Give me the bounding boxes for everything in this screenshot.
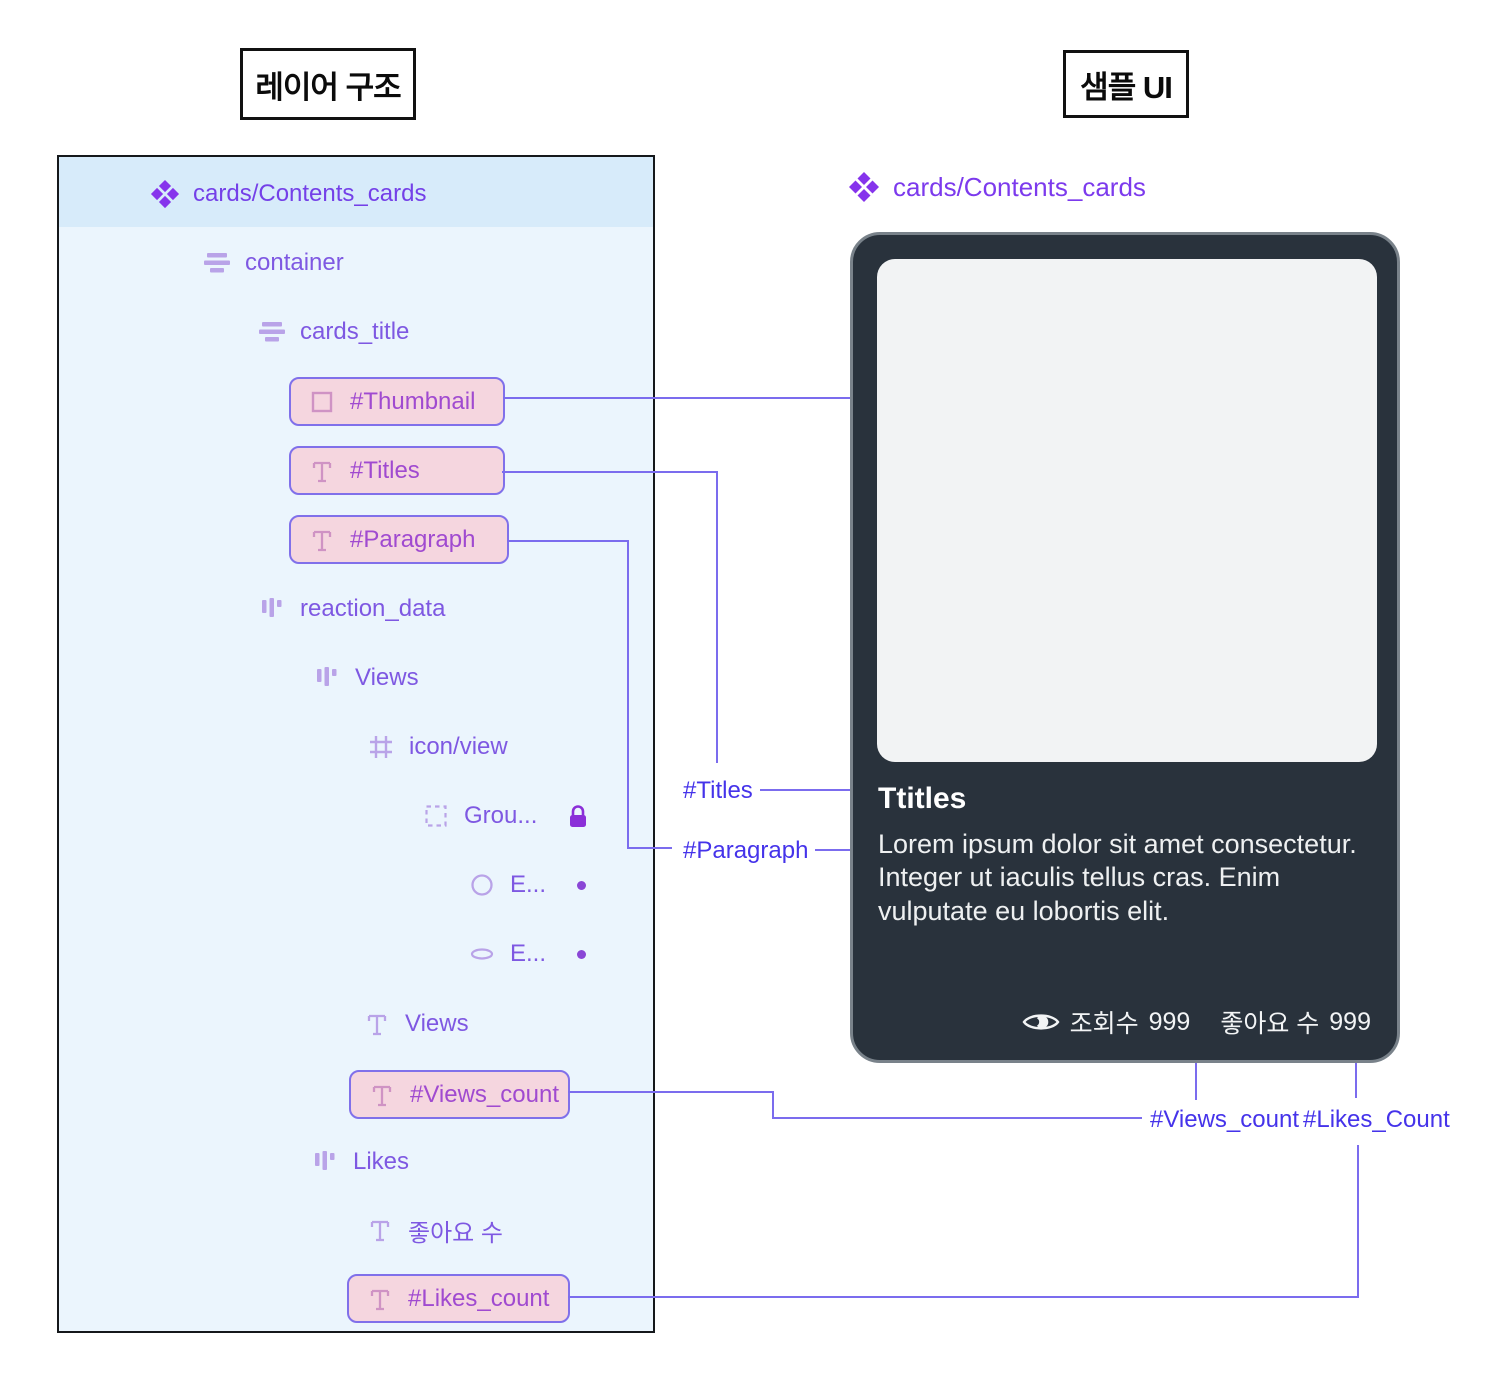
layer-label: cards_title	[300, 318, 410, 345]
views-stat: 조회수 999	[1022, 1004, 1191, 1040]
likes-count-annotation: #Likes_Count	[1303, 1106, 1450, 1133]
layer-label: E...	[510, 940, 547, 967]
likes-label: 좋아요 수	[1220, 1010, 1320, 1038]
layer-structure-title: 레이어 구조	[240, 48, 416, 120]
text-icon	[372, 1085, 392, 1106]
layer-label: E...	[510, 871, 547, 898]
frame-icon	[370, 736, 392, 758]
component-icon	[849, 172, 879, 202]
layer-label: Views	[405, 1010, 469, 1037]
text-icon	[312, 461, 332, 482]
paragraph-annotation: #Paragraph	[683, 837, 809, 864]
layer-label: #Likes_count	[408, 1284, 550, 1312]
auto-layout-horizontal-icon	[317, 667, 337, 686]
rectangle-icon	[311, 391, 333, 412]
layer-row-component[interactable]: cards/Contents_cards	[150, 176, 426, 212]
lock-icon	[570, 805, 587, 827]
auto-layout-vertical-icon	[259, 322, 285, 342]
layer-label: #Paragraph	[350, 525, 476, 553]
layer-row-ellipse-1[interactable]: E...	[467, 867, 587, 903]
layer-label: #Thumbnail	[350, 387, 476, 415]
views-label: 조회수	[1069, 1010, 1139, 1038]
layer-label: Grou...	[464, 802, 538, 829]
layer-row-views-count[interactable]: #Views_count	[349, 1070, 570, 1119]
layer-label: cards/Contents_cards	[193, 180, 427, 207]
layer-row-container[interactable]: container	[202, 245, 344, 281]
changed-dot	[577, 949, 587, 959]
views-count-annotation: #Views_count	[1150, 1106, 1299, 1133]
layer-row-thumbnail[interactable]: #Thumbnail	[289, 377, 505, 426]
text-icon	[312, 530, 332, 551]
layer-row-icon-view[interactable]: icon/view	[366, 729, 508, 765]
views-value: 999	[1148, 1007, 1191, 1036]
sample-component-header: cards/Contents_cards	[848, 171, 1146, 203]
layer-label: #Titles	[350, 456, 420, 484]
eye-icon	[1022, 1014, 1060, 1030]
auto-layout-horizontal-icon	[262, 598, 282, 617]
sample-ui-title: 샘플 UI	[1063, 50, 1189, 118]
layer-row-reaction-data[interactable]: reaction_data	[257, 591, 445, 627]
auto-layout-horizontal-icon	[315, 1151, 335, 1170]
layer-label: icon/view	[409, 733, 508, 760]
component-icon	[150, 179, 180, 209]
layer-label: Views	[355, 664, 419, 691]
sample-component-name: cards/Contents_cards	[893, 171, 1146, 202]
circle-icon	[471, 874, 493, 896]
card-stats: 조회수 999 좋아요 수 999	[1022, 1004, 1371, 1040]
likes-stat: 좋아요 수 999	[1220, 1004, 1371, 1040]
text-icon	[367, 1014, 387, 1036]
ellipse-icon	[470, 948, 494, 960]
layer-label: reaction_data	[300, 595, 446, 622]
layer-row-likes-label[interactable]: 좋아요 수	[365, 1212, 503, 1248]
layer-row-group[interactable]: Grou...	[421, 798, 590, 834]
layer-row-ellipse-2[interactable]: E...	[467, 936, 587, 972]
layer-label: 좋아요 수	[408, 1219, 503, 1247]
layer-label: Likes	[353, 1148, 410, 1175]
layer-panel: cards/Contents_cards container cards_tit…	[57, 155, 655, 1333]
layer-row-paragraph[interactable]: #Paragraph	[289, 515, 509, 564]
layer-label: container	[245, 249, 344, 276]
auto-layout-vertical-icon	[204, 253, 230, 273]
group-icon	[425, 805, 447, 827]
layer-row-titles[interactable]: #Titles	[289, 446, 505, 495]
titles-annotation: #Titles	[683, 777, 753, 804]
layer-row-cards-title[interactable]: cards_title	[257, 314, 409, 350]
layer-row-likes-group[interactable]: Likes	[310, 1144, 409, 1180]
changed-dot	[577, 880, 587, 890]
layer-row-likes-count[interactable]: #Likes_count	[347, 1274, 570, 1323]
sample-card: Ttitles Lorem ipsum dolor sit amet conse…	[850, 232, 1400, 1063]
layer-label: #Views_count	[410, 1080, 559, 1108]
layer-row-views-text[interactable]: Views	[362, 1006, 469, 1042]
card-title: Ttitles	[878, 782, 967, 815]
text-icon	[370, 1220, 390, 1242]
card-thumbnail	[877, 259, 1377, 762]
text-icon	[370, 1289, 390, 1310]
layer-row-views-group[interactable]: Views	[312, 660, 419, 696]
card-paragraph: Lorem ipsum dolor sit amet consectetur. …	[878, 829, 1357, 926]
likes-value: 999	[1329, 1007, 1371, 1036]
